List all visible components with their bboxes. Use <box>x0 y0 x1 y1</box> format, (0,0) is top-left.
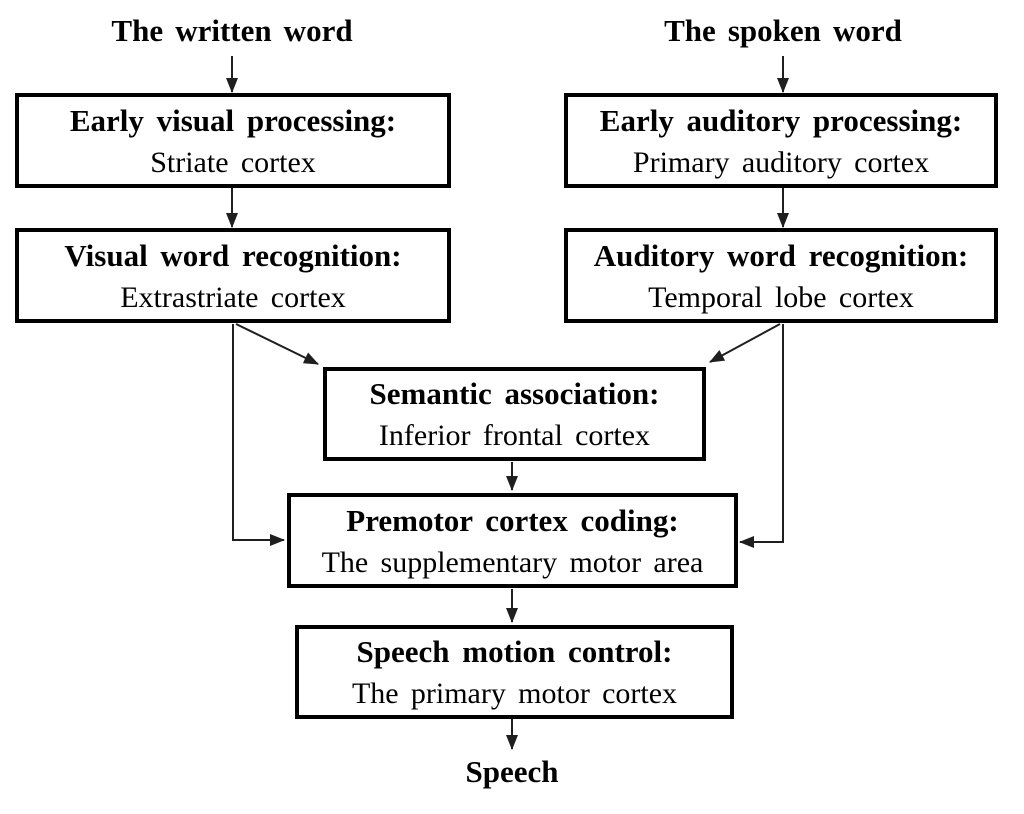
node-semantic-association: Semantic association: Inferior frontal c… <box>323 367 706 461</box>
node-subtitle: Temporal lobe cortex <box>648 280 914 314</box>
node-visual-word-recognition: Visual word recognition: Extrastriate co… <box>15 228 451 323</box>
node-speech-motion-control: Speech motion control: The primary motor… <box>295 625 734 719</box>
arrow-auditory-recognition-to-premotor <box>739 324 784 548</box>
label-the-spoken-word: The spoken word <box>664 13 902 48</box>
node-early-auditory-processing: Early auditory processing: Primary audit… <box>564 93 998 188</box>
node-title: Semantic association: <box>369 376 660 411</box>
node-title: Visual word recognition: <box>64 237 402 273</box>
node-auditory-word-recognition: Auditory word recognition: Temporal lobe… <box>564 228 998 323</box>
node-title: Premotor cortex coding: <box>346 502 679 538</box>
node-subtitle: Striate cortex <box>150 145 316 179</box>
node-subtitle: Primary auditory cortex <box>632 145 930 179</box>
node-title: Early auditory processing: <box>599 102 963 138</box>
arrow-auditory-recognition-to-semantic <box>709 323 781 363</box>
node-subtitle: The primary motor cortex <box>351 677 678 710</box>
label-the-written-word: The written word <box>111 13 353 48</box>
node-title: Speech motion control: <box>356 634 673 669</box>
arrow-visual-recognition-to-premotor <box>232 324 285 546</box>
node-subtitle: The supplementary motor area <box>321 545 704 579</box>
label-speech-output: Speech <box>465 754 559 789</box>
node-subtitle: Inferior frontal cortex <box>378 419 651 452</box>
arrow-visual-recognition-to-semantic <box>235 323 319 365</box>
node-title: Auditory word recognition: <box>593 237 969 273</box>
node-title: Early visual processing: <box>69 102 397 138</box>
node-early-visual-processing: Early visual processing: Striate cortex <box>15 93 451 188</box>
node-subtitle: Extrastriate cortex <box>120 280 346 314</box>
node-premotor-cortex-coding: Premotor cortex coding: The supplementar… <box>287 493 738 588</box>
